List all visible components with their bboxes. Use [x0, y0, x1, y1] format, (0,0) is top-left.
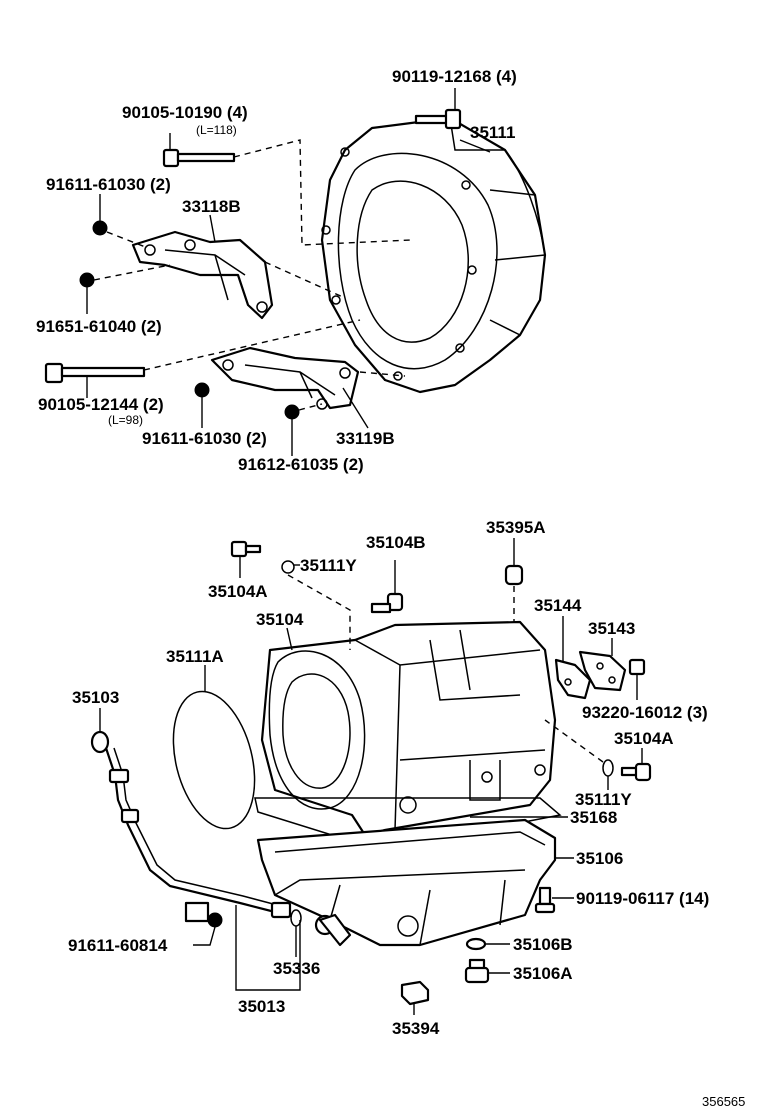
o-ring-35336[interactable]: [290, 909, 302, 957]
label-33118b: 33118B: [182, 197, 241, 216]
label-35111y-top: 35111Y: [300, 556, 357, 575]
label-90105-10190: 90105-10190 (4): [122, 103, 248, 122]
o-ring-35111y-top[interactable]: [281, 560, 351, 650]
o-ring-35111a[interactable]: [160, 665, 268, 837]
label-35013: 35013: [238, 997, 285, 1016]
bell-housing-35111[interactable]: [320, 116, 547, 394]
label-90105-12144-length: (L=98): [108, 413, 143, 427]
label-91651-61040: 91651-61040 (2): [36, 317, 162, 336]
nut-91611-61030-mid[interactable]: [194, 382, 210, 428]
part-35395a[interactable]: [504, 538, 524, 622]
label-33119b: 33119B: [336, 429, 395, 448]
label-91612-61035: 91612-61035 (2): [238, 455, 364, 474]
label-91611-61030-mid: 91611-61030 (2): [142, 429, 267, 448]
label-35395a: 35395A: [486, 518, 546, 537]
label-35104a-right: 35104A: [614, 729, 674, 748]
nut-91611-61030-top[interactable]: [92, 194, 149, 249]
drain-plug-35106a[interactable]: [464, 958, 510, 984]
label-35394: 35394: [392, 1019, 440, 1038]
label-35106b: 35106B: [513, 935, 573, 954]
bolt-90119-06117[interactable]: [534, 886, 574, 914]
label-35106a: 35106A: [513, 964, 573, 983]
bolt-90119-12168[interactable]: [414, 88, 462, 130]
label-35111a: 35111A: [166, 647, 224, 666]
label-90119-12168: 90119-12168 (4): [392, 67, 517, 86]
bolt-90105-10190[interactable]: [162, 133, 411, 246]
gasket-35106b[interactable]: [465, 937, 510, 951]
nut-91651-61040[interactable]: [79, 264, 171, 314]
oil-pan-35106[interactable]: [256, 818, 574, 947]
bolt-93220-16012[interactable]: [628, 658, 646, 700]
nut-91612-61035[interactable]: [284, 403, 323, 456]
bolt-90105-12144[interactable]: [44, 319, 361, 398]
label-93220-16012: 93220-16012 (3): [582, 703, 708, 722]
tube-clamp[interactable]: [184, 901, 210, 923]
dipstick-tube-35013[interactable]: [90, 708, 352, 991]
label-35168: 35168: [570, 808, 617, 827]
bracket-33118b[interactable]: [131, 214, 274, 320]
label-35111y-right: 35111Y: [575, 790, 632, 809]
bracket-35143[interactable]: [578, 638, 627, 692]
label-35103: 35103: [72, 688, 119, 707]
o-ring-35111y-right[interactable]: [544, 719, 614, 790]
bracket-33119b[interactable]: [210, 346, 406, 429]
label-90105-12144: 90105-12144 (2): [38, 395, 164, 414]
part-35394[interactable]: [400, 980, 430, 1015]
sensor-35104b[interactable]: [370, 560, 404, 614]
label-91611-61030-top: 91611-61030 (2): [46, 175, 171, 194]
label-35111: 35111: [470, 123, 515, 142]
label-35336: 35336: [273, 959, 320, 978]
bolt-35104a-right[interactable]: [620, 748, 652, 782]
diagram-reference-number: 356565: [702, 1094, 745, 1109]
bolt-35104a-top[interactable]: [230, 540, 262, 578]
label-35144: 35144: [534, 596, 582, 615]
label-35143: 35143: [588, 619, 635, 638]
label-35104a-top: 35104A: [208, 582, 268, 601]
label-91611-60814: 91611-60814: [68, 936, 168, 955]
bracket-35144[interactable]: [554, 616, 592, 700]
label-90119-06117: 90119-06117 (14): [576, 889, 709, 908]
label-35104: 35104: [256, 610, 304, 629]
nut-91611-60814[interactable]: [193, 912, 223, 946]
label-35104b: 35104B: [366, 533, 426, 552]
label-35106: 35106: [576, 849, 623, 868]
transmission-case-35104[interactable]: [260, 620, 557, 837]
label-90105-10190-length: (L=118): [196, 123, 237, 137]
